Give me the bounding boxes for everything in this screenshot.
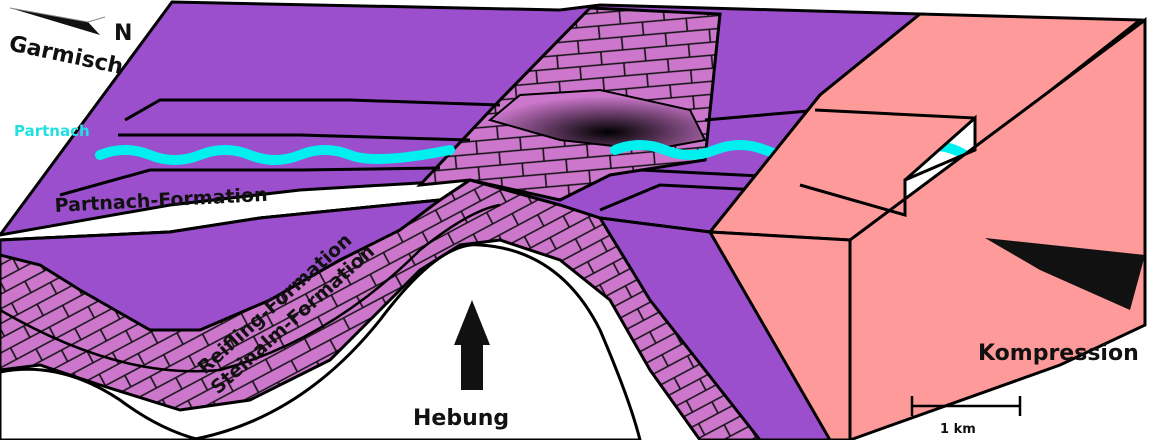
lower-left-void — [0, 367, 201, 440]
eroded-core — [487, 88, 707, 152]
compression-block-front — [707, 230, 852, 440]
north-label: N — [114, 21, 132, 46]
arrow-left-icon — [985, 238, 1145, 310]
kompression-label: Kompression — [978, 341, 1139, 366]
formation-boundary — [0, 203, 501, 373]
compression-block-notch — [799, 108, 977, 217]
scale-label: 1 km — [940, 422, 976, 437]
front-face-purple-band — [597, 216, 852, 440]
front-face-partnach-formation — [0, 197, 446, 332]
north-arrow-icon — [9, 7, 106, 35]
scale-bar — [910, 396, 1022, 416]
compression-block-side — [848, 17, 1147, 440]
arch-core-void — [189, 243, 642, 440]
arrow-up-icon — [454, 300, 490, 390]
garmisch-label: Garmisch — [7, 31, 126, 80]
partnach-river-label: Partnach — [14, 122, 90, 140]
hebung-label: Hebung — [413, 406, 509, 431]
